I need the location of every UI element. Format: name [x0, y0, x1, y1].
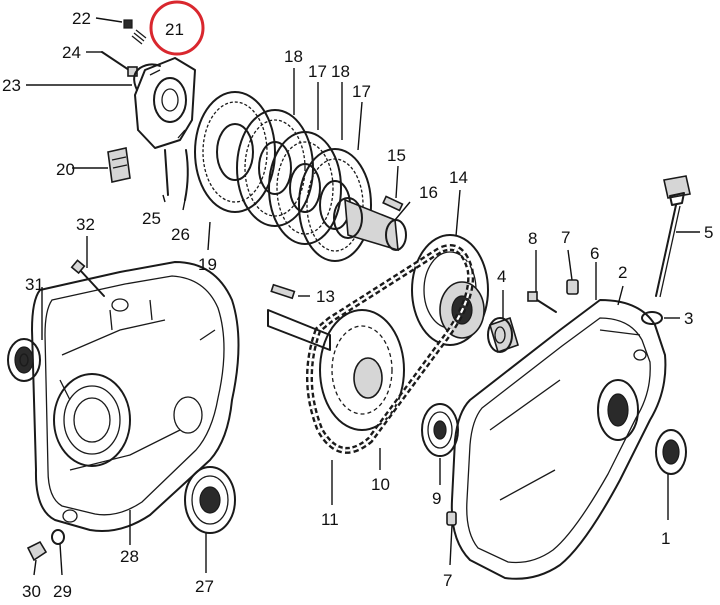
callout-19: 19: [198, 255, 217, 274]
callout-20: 20: [56, 160, 75, 179]
callout-30: 30: [22, 582, 41, 601]
callout-24: 24: [62, 43, 81, 62]
callout-32: 32: [76, 215, 95, 234]
callout-4: 4: [497, 267, 506, 286]
clutch-springs: [164, 149, 189, 201]
callout-22: 22: [72, 9, 91, 28]
o-ring: [641, 311, 663, 325]
callout-17-right: 17: [352, 82, 371, 101]
drive-chain: [305, 244, 475, 454]
highlight-circle: [149, 0, 205, 56]
output-shaft: [267, 283, 331, 351]
callout-3: 3: [684, 309, 693, 328]
callout-6: 6: [590, 244, 599, 263]
callout-21: 21: [165, 20, 184, 39]
dipstick: [655, 175, 691, 298]
callout-29: 29: [53, 582, 72, 601]
callout-18-right: 18: [331, 62, 350, 81]
callout-labels: 1 2 3 4 5 6 7 7 8 9 10 11 13 14 15 16 17…: [2, 9, 713, 601]
callout-23: 23: [2, 76, 21, 95]
right-housing-cover: [450, 299, 667, 580]
callout-9: 9: [432, 489, 441, 508]
callout-26: 26: [171, 225, 190, 244]
callout-27: 27: [195, 577, 214, 596]
callout-8: 8: [528, 229, 537, 248]
left-bearing: [184, 466, 236, 534]
callout-13: 13: [316, 287, 335, 306]
left-housing-cover: [31, 261, 240, 532]
driven-sprocket: [319, 309, 405, 431]
callout-11: 11: [321, 510, 339, 529]
clutch-hub-shaft: [333, 197, 407, 252]
callout-28: 28: [120, 547, 139, 566]
shaft-key-15: [382, 195, 404, 212]
callout-16: 16: [419, 183, 438, 202]
clutch-disc-stack: [194, 91, 372, 262]
left-oil-seal: [7, 338, 41, 382]
drain-plug: [26, 529, 65, 562]
callout-15: 15: [387, 146, 406, 165]
callout-5: 5: [704, 223, 713, 242]
right-bearing: [421, 403, 459, 457]
clutch-weight: [107, 147, 131, 183]
callout-2: 2: [618, 263, 627, 282]
dowel-7-upper: [566, 279, 579, 295]
dowel-7-lower: [446, 511, 457, 526]
callout-1: 1: [661, 529, 670, 548]
bushing: [487, 316, 519, 354]
bolt-8: [527, 291, 557, 313]
callout-14: 14: [449, 168, 468, 187]
bolt-32: [70, 259, 105, 297]
callout-25: 25: [142, 209, 161, 228]
callout-17-left: 17: [308, 62, 327, 81]
callout-31: 31: [25, 275, 44, 294]
leader-lines: [26, 17, 700, 576]
callout-10: 10: [371, 475, 390, 494]
small-spring-and-bolt: [101, 19, 161, 91]
clutch-weight-plate: [134, 57, 196, 149]
callout-18-left: 18: [284, 47, 303, 66]
callout-7-lower: 7: [443, 571, 452, 590]
right-oil-seal: [655, 429, 687, 475]
callout-7-upper: 7: [561, 228, 570, 247]
